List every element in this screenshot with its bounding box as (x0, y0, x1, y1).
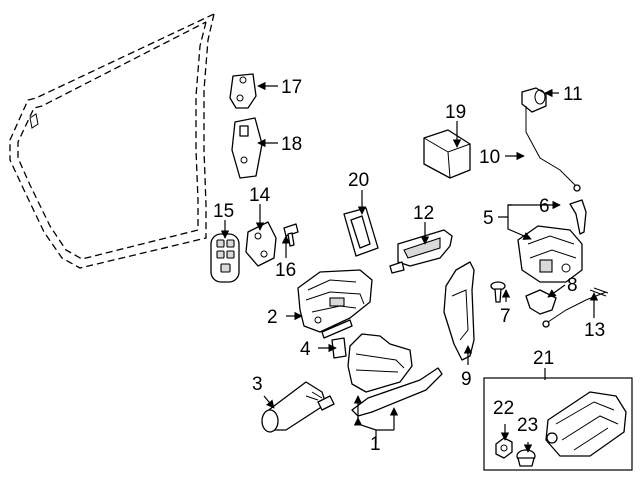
outside-door-handle (347, 333, 443, 417)
callout-13: 13 (584, 320, 605, 341)
latch-bumper (525, 289, 557, 315)
door-latch-assembly (517, 225, 583, 283)
leader-lines (220, 81, 599, 453)
key-fob-transmitter (210, 233, 240, 283)
interior-door-handle (389, 229, 453, 274)
door-outline (9, 13, 215, 269)
latch-screw (490, 281, 506, 303)
callout-15: 15 (213, 201, 234, 222)
latch-cover-trim (443, 261, 475, 361)
callout-17: 17 (281, 77, 302, 98)
upper-door-hinge (229, 73, 257, 109)
callout-10: 10 (479, 147, 500, 168)
callout-18: 18 (281, 134, 302, 155)
callout-labels: 1 2 3 4 5 6 7 8 9 10 11 12 13 14 15 16 1… (213, 77, 605, 455)
callout-12: 12 (413, 203, 434, 224)
door-lock-actuator (545, 391, 627, 457)
handle-seal-gasket (343, 207, 379, 257)
door-lock-cylinder (261, 381, 335, 433)
latch-rod-link (569, 199, 587, 235)
callout-14: 14 (249, 185, 271, 206)
door-striker-mark (29, 113, 39, 129)
callout-8: 8 (567, 275, 578, 296)
callout-22: 22 (493, 398, 514, 419)
callout-4: 4 (300, 339, 311, 360)
outside-handle-bracket (297, 269, 373, 333)
door-striker (245, 221, 277, 267)
actuator-grommet (516, 449, 536, 467)
callout-1: 1 (370, 434, 381, 455)
lock-control-module (423, 129, 471, 179)
actuator-inset-box (483, 377, 633, 471)
lock-rod (525, 106, 581, 192)
callout-9: 9 (461, 369, 472, 390)
lower-door-hinge (231, 117, 263, 179)
callout-6: 6 (539, 196, 550, 217)
callout-23: 23 (517, 415, 538, 436)
callout-7: 7 (500, 306, 511, 327)
callout-19: 19 (445, 102, 466, 123)
callout-16: 16 (275, 260, 296, 281)
callout-3: 3 (252, 374, 263, 395)
callout-2: 2 (267, 307, 278, 328)
actuator-nut (495, 437, 513, 459)
callout-11: 11 (563, 84, 583, 105)
callout-21: 21 (533, 348, 554, 369)
callout-20: 20 (348, 170, 369, 191)
callout-5: 5 (483, 208, 494, 229)
lock-cylinder-actuator (321, 319, 353, 359)
